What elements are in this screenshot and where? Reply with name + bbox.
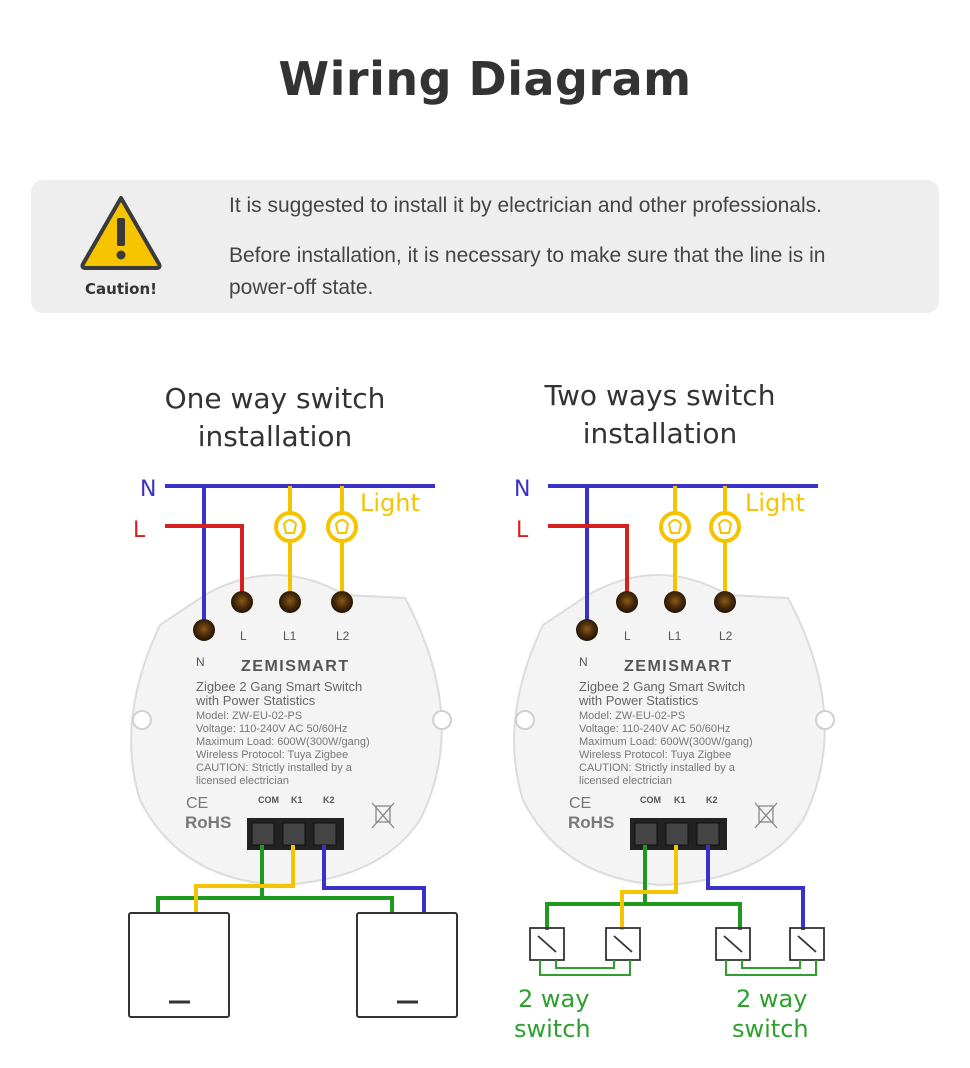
module-text: Wireless Protocol: Tuya Zigbee <box>196 749 348 761</box>
terminal-label-l: L <box>240 629 247 643</box>
mount-hole <box>815 710 835 730</box>
weee-bin-icon <box>754 802 778 829</box>
caution-panel: Caution! It is suggested to install it b… <box>31 180 939 313</box>
terminal-label-com: COM <box>640 795 661 805</box>
terminal-label-l: L <box>624 629 631 643</box>
terminal-label-com: COM <box>258 795 279 805</box>
module-text: Zigbee 2 Gang Smart Switch <box>196 679 362 694</box>
module-text: Maximum Load: 600W(300W/gang) <box>196 736 370 748</box>
module-text: Voltage: 110-240V AC 50/60Hz <box>196 723 347 735</box>
ce-mark: CE <box>186 795 208 812</box>
terminal-screw-l2 <box>331 591 353 613</box>
terminal-label-l2: L2 <box>719 629 733 643</box>
terminal-label-k2: K2 <box>706 795 718 805</box>
terminal-screw-l2 <box>714 591 736 613</box>
module-text: licensed electrician <box>196 775 289 787</box>
terminal-label-k1: K1 <box>674 795 686 805</box>
terminal-label-n: N <box>579 655 588 669</box>
two-way-diagram: N L Light N L L1 L2 ZEMISMART Zigbee 2 G… <box>513 477 835 1043</box>
terminal-label-l1: L1 <box>283 629 297 643</box>
traveller-wire <box>539 960 631 976</box>
neutral-label: N <box>514 477 530 502</box>
mount-hole <box>515 710 535 730</box>
light-label: Light <box>745 489 805 517</box>
wall-switch-1 <box>128 912 230 1018</box>
brand-logo: ZEMISMART <box>624 658 733 675</box>
light-bulb-icon <box>709 511 741 543</box>
live-wire <box>548 524 629 602</box>
diagram-title-one-way: One way switch installation <box>164 382 386 453</box>
weee-bin-icon <box>371 802 395 829</box>
two-way-switch-icon <box>529 927 641 961</box>
ce-mark: CE <box>569 795 591 812</box>
terminal-label-l1: L1 <box>668 629 682 643</box>
traveller-wire <box>555 960 615 969</box>
terminal-screw-l1 <box>279 591 301 613</box>
com-wire <box>156 845 264 914</box>
module-text: Maximum Load: 600W(300W/gang) <box>579 736 753 748</box>
terminal-label-k1: K1 <box>291 795 303 805</box>
page-title: Wiring Diagram <box>278 52 692 106</box>
live-wire <box>165 524 244 602</box>
terminal-label-l2: L2 <box>336 629 350 643</box>
brand-logo: ZEMISMART <box>241 658 350 675</box>
light-bulb-icon <box>274 511 306 543</box>
terminal-screw-n <box>193 619 215 641</box>
caution-text-1: It is suggested to install it by electri… <box>229 194 822 217</box>
module-text: CAUTION: Strictly installed by a <box>196 762 353 774</box>
rohs-mark: RoHS <box>185 813 231 832</box>
light-label: Light <box>360 489 420 517</box>
terminal-screw-n <box>576 619 598 641</box>
module-text: licensed electrician <box>579 775 672 787</box>
com-wire <box>262 896 394 914</box>
live-label: L <box>133 518 146 543</box>
diagram-title-two-way: Two ways switch installation <box>544 379 776 450</box>
module-text: Voltage: 110-240V AC 50/60Hz <box>579 723 730 735</box>
k1-wire <box>620 845 678 930</box>
com-wire <box>545 845 647 930</box>
module-text: with Power Statistics <box>195 693 316 708</box>
warning-triangle-icon <box>80 196 162 270</box>
terminal-screw-l <box>231 591 253 613</box>
terminal-screw-l1 <box>664 591 686 613</box>
terminal-screw-l <box>616 591 638 613</box>
k2-wire <box>706 845 805 930</box>
module-text: CAUTION: Strictly installed by a <box>579 762 736 774</box>
caution-text-2: Before installation, it is necessary to … <box>229 244 826 299</box>
light-bulb-icon <box>326 511 358 543</box>
k2-wire <box>322 845 426 914</box>
module-text: with Power Statistics <box>578 693 699 708</box>
mount-hole <box>432 710 452 730</box>
light-bulb-icon <box>659 511 691 543</box>
caution-label: Caution! <box>85 280 157 298</box>
wall-switch-2 <box>356 912 458 1018</box>
module-text: Wireless Protocol: Tuya Zigbee <box>579 749 731 761</box>
traveller-wire <box>741 960 801 969</box>
one-way-diagram: N L Light N L L1 L2 ZEMISMART Zigbee 2 G… <box>128 477 458 1018</box>
neutral-label: N <box>140 477 156 502</box>
two-way-switch-icon <box>715 927 825 961</box>
terminal-label-n: N <box>196 655 205 669</box>
terminal-label-k2: K2 <box>323 795 335 805</box>
live-label: L <box>516 518 529 543</box>
mount-hole <box>132 710 152 730</box>
rohs-mark: RoHS <box>568 813 614 832</box>
module-text: Model: ZW-EU-02-PS <box>196 710 302 722</box>
k1-wire <box>194 845 295 914</box>
module-text: Model: ZW-EU-02-PS <box>579 710 685 722</box>
com-wire <box>645 902 742 930</box>
module-text: Zigbee 2 Gang Smart Switch <box>579 679 745 694</box>
traveller-wire <box>725 960 817 976</box>
